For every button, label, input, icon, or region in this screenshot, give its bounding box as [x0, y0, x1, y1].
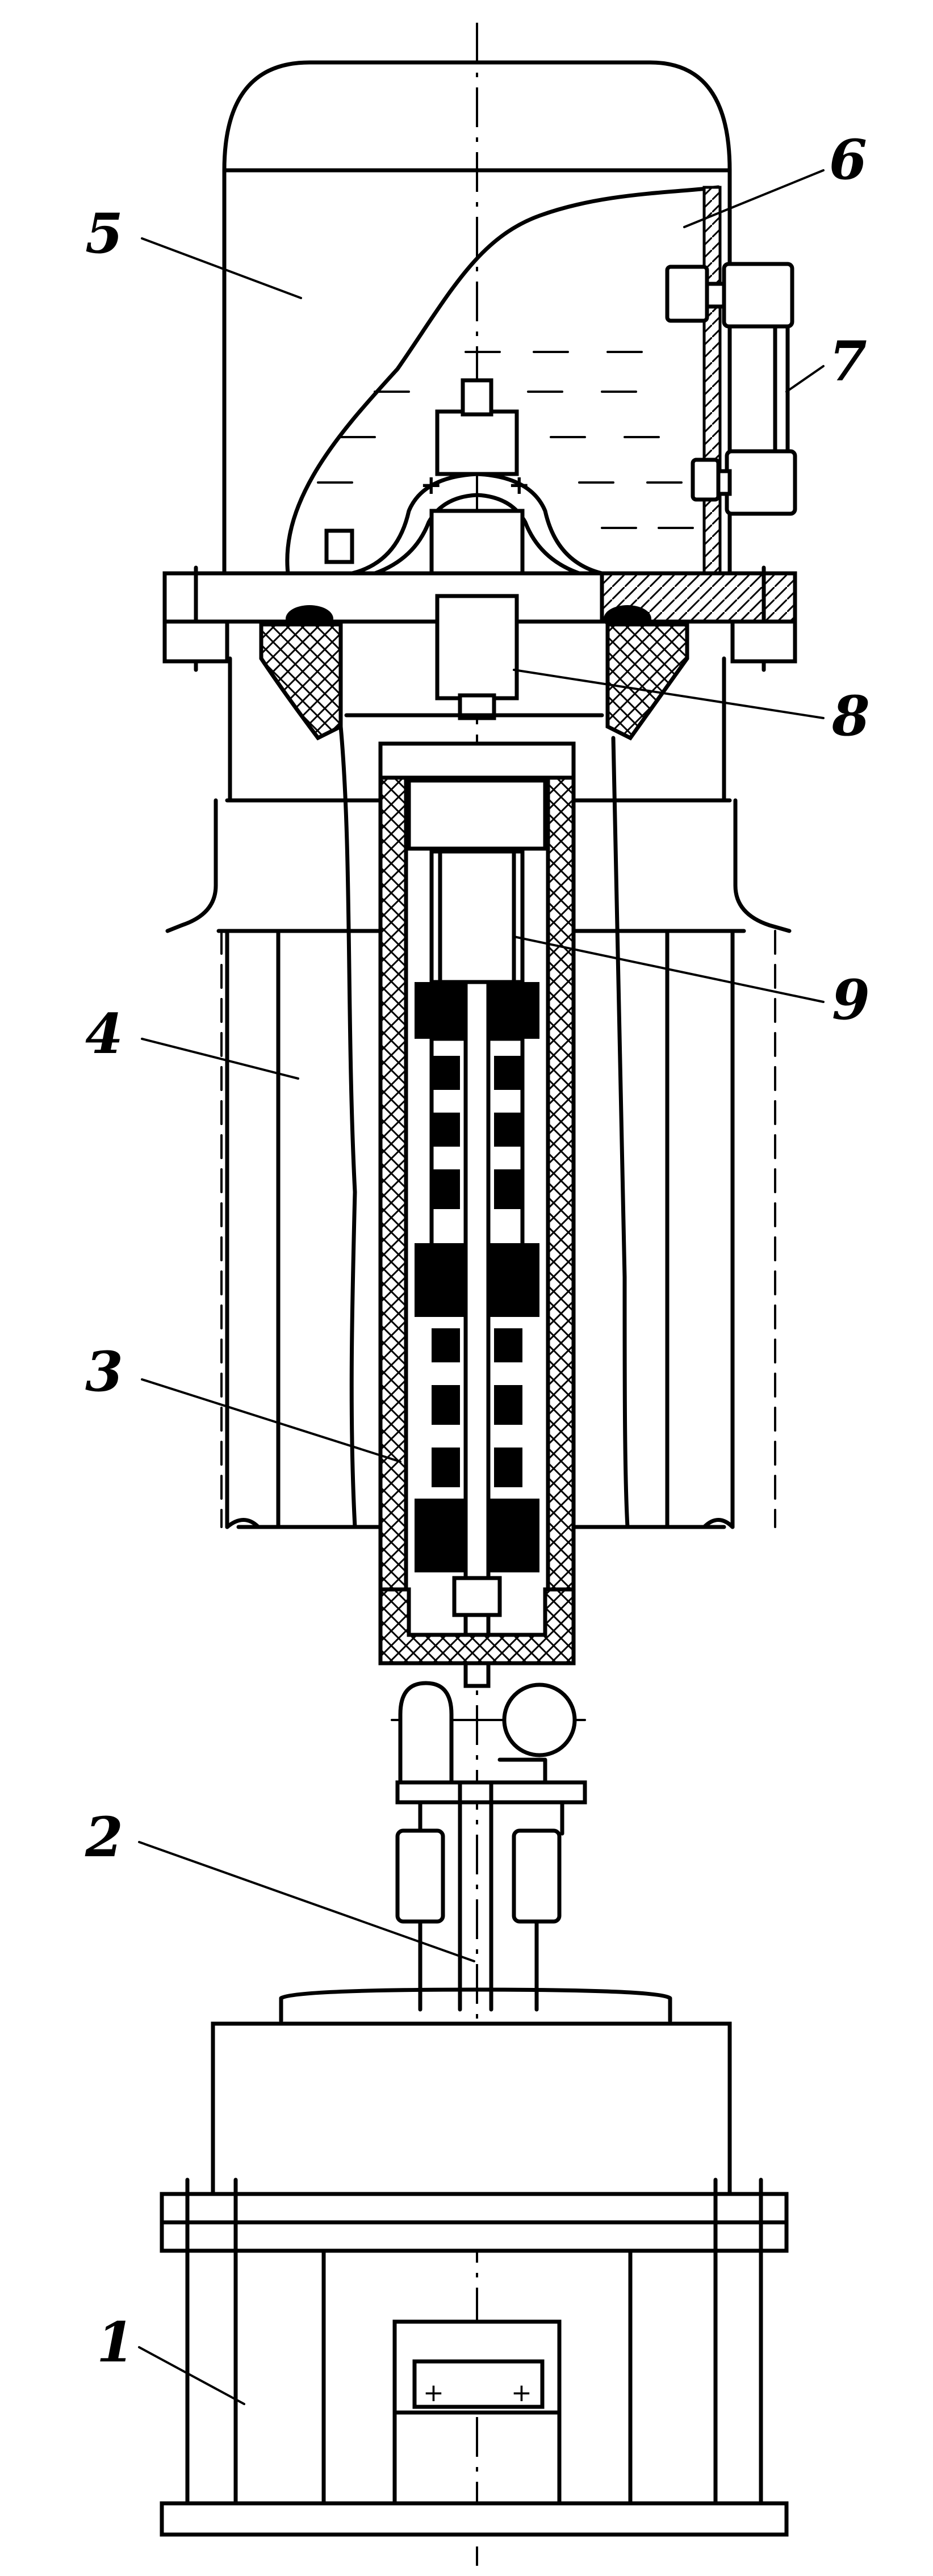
callout-2: 2 — [85, 1805, 123, 1869]
lower-mechanism — [391, 1681, 587, 2012]
callout-3: 3 — [85, 1340, 123, 1404]
oil-level-gauge — [665, 262, 797, 516]
callout-7: 7 — [829, 329, 867, 393]
leader-lines — [138, 169, 825, 2405]
callout-5: 5 — [85, 202, 123, 266]
svg-text:+: + — [423, 2378, 444, 2407]
flange-plate — [162, 565, 797, 803]
callout-9: 9 — [832, 968, 870, 1032]
coil-housing — [378, 741, 576, 1688]
svg-text:+: + — [420, 469, 442, 500]
callout-8: 8 — [831, 684, 870, 748]
svg-text:+: + — [508, 469, 530, 500]
svg-text:+: + — [511, 2378, 532, 2407]
callout-1: 1 — [97, 2310, 135, 2374]
callout-6: 6 — [829, 128, 867, 192]
terminal-stud — [344, 594, 604, 720]
callout-4: 4 — [85, 1002, 123, 1066]
base-frame: + + — [160, 1987, 789, 2537]
expansion-tank — [222, 60, 732, 598]
top-terminal: + + — [324, 378, 604, 598]
